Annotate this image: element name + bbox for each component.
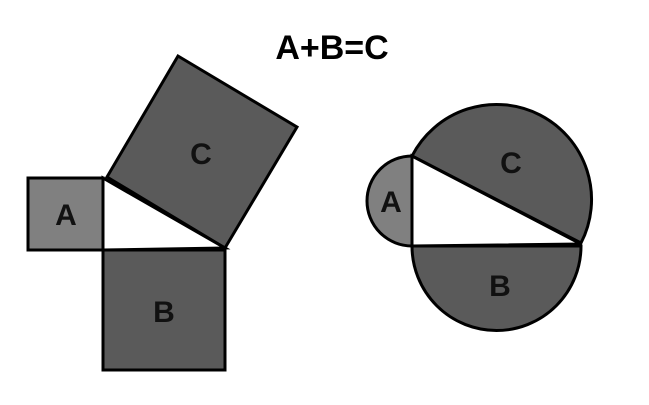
squares-figure: A B C	[26, 53, 300, 372]
right-triangle-left	[101, 175, 231, 252]
label-b-semicircle: B	[489, 270, 511, 303]
label-c-square: C	[190, 138, 212, 171]
right-triangle-right	[410, 153, 582, 248]
semicircles-figure: A B C	[365, 102, 593, 332]
semicircle-b	[410, 244, 583, 332]
semicircle-a	[365, 154, 414, 248]
label-a-semicircle: A	[380, 186, 402, 219]
equation-title: A+B=C	[275, 29, 388, 67]
semicircle-c	[409, 102, 593, 246]
label-c-semicircle: C	[500, 147, 522, 180]
label-b-square: B	[153, 296, 175, 329]
label-a-square: A	[55, 199, 77, 232]
